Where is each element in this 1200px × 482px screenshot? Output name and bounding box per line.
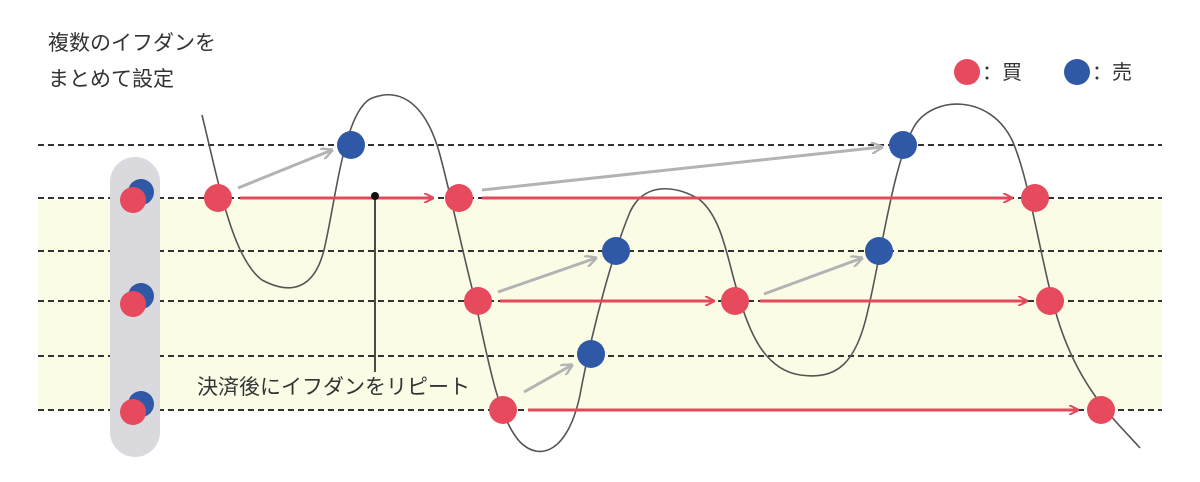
legend-buy-marker [954, 59, 980, 85]
take-profit-arrow [481, 147, 882, 192]
repeat-note-pointer-dot [371, 192, 379, 200]
buy-marker [464, 287, 492, 315]
take-profit-arrow [763, 258, 862, 296]
take-profit-arrows [237, 147, 882, 394]
repeat-note: 決済後にイフダンをリピート [197, 375, 470, 399]
buy-marker [445, 184, 473, 212]
buy-orders [204, 184, 1115, 424]
multi-setup-note-line2: まとめて設定 [48, 67, 174, 91]
buy-marker [1021, 184, 1049, 212]
sell-marker [337, 131, 365, 159]
buy-marker [1087, 396, 1115, 424]
buy-marker [721, 287, 749, 315]
legend: ：買 ：売 [954, 59, 1132, 85]
take-profit-arrow [523, 365, 572, 394]
buy-marker [120, 399, 146, 425]
legend-buy-label: ：買 [982, 60, 1022, 84]
sell-marker [577, 340, 605, 368]
multi-setup-note-line1: 複数のイフダンを [48, 31, 216, 55]
sell-marker [889, 131, 917, 159]
buy-marker [489, 396, 517, 424]
repeat-arrows [240, 198, 1078, 410]
grouped-order-pairs [120, 179, 154, 425]
sell-orders [337, 131, 917, 368]
buy-marker [1036, 287, 1064, 315]
take-profit-arrow [237, 150, 332, 190]
sell-marker [865, 237, 893, 265]
legend-sell-marker [1064, 59, 1090, 85]
buy-marker [120, 187, 146, 213]
sell-marker [602, 237, 630, 265]
take-profit-arrow [497, 258, 596, 294]
legend-sell-label: ：売 [1092, 60, 1132, 84]
buy-marker [120, 291, 146, 317]
buy-marker [204, 184, 232, 212]
